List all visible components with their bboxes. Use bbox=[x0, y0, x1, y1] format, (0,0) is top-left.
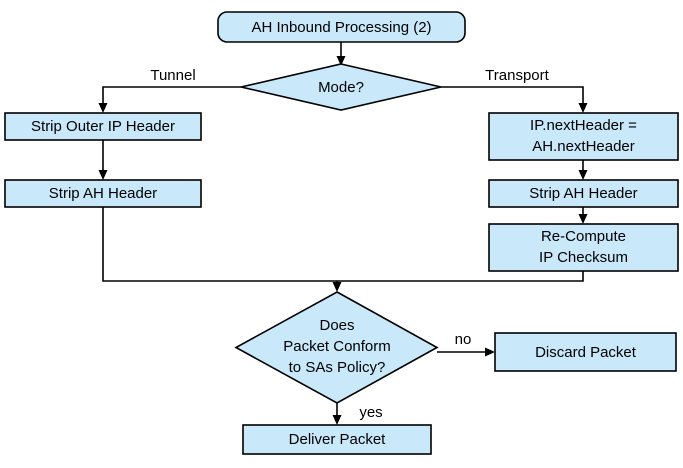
node-strip-ah-header-transport[interactable]: Strip AH Header bbox=[488, 179, 679, 208]
node-policy-decision-label-line2: Packet Conform bbox=[283, 338, 391, 355]
node-policy-decision[interactable]: Does Packet Conform to SAs Policy? bbox=[234, 291, 439, 404]
edge-label-yes: yes bbox=[359, 404, 382, 421]
node-strip-ah-header-tunnel-shape bbox=[4, 179, 202, 208]
node-mode-decision-label: Mode? bbox=[318, 79, 364, 96]
edge-label-tunnel: Tunnel bbox=[150, 67, 195, 84]
connector-mode-tunnel bbox=[98, 86, 241, 113]
node-start[interactable]: AH Inbound Processing (2) bbox=[217, 11, 466, 43]
node-ip-nextheader-assign[interactable]: IP.nextHeader = AH.nextHeader bbox=[488, 112, 679, 161]
node-mode-decision-shape bbox=[240, 63, 442, 111]
node-discard-packet[interactable]: Discard Packet bbox=[494, 332, 677, 372]
node-strip-outer-ip-header[interactable]: Strip Outer IP Header bbox=[4, 112, 202, 141]
node-strip-ah-header-tunnel[interactable]: Strip AH Header bbox=[4, 179, 202, 208]
node-recompute-ip-checksum-label-line1: Re-Compute bbox=[541, 228, 626, 245]
node-strip-outer-ip-header-shape bbox=[4, 112, 202, 141]
node-recompute-ip-checksum-label-line2: IP Checksum bbox=[539, 249, 628, 266]
connector-stripouter-to-stripah bbox=[98, 140, 108, 180]
node-deliver-packet-label: Deliver Packet bbox=[289, 431, 387, 448]
edge-label-transport: Transport bbox=[485, 67, 549, 84]
node-policy-decision-label-line1: Does bbox=[319, 317, 354, 334]
node-deliver-packet[interactable]: Deliver Packet bbox=[242, 424, 432, 455]
node-strip-ah-header-transport-label: Strip AH Header bbox=[529, 185, 637, 202]
connector-mode-transport bbox=[441, 86, 588, 113]
node-strip-ah-header-transport-shape bbox=[488, 179, 679, 208]
node-deliver-packet-shape bbox=[242, 424, 432, 455]
node-recompute-ip-checksum-shape bbox=[488, 223, 679, 272]
connector-policy-no bbox=[437, 347, 495, 357]
node-strip-outer-ip-header-label: Strip Outer IP Header bbox=[31, 118, 175, 135]
connector-merge-to-policy bbox=[102, 207, 584, 292]
node-start-shape bbox=[217, 11, 466, 43]
connector-policy-yes bbox=[332, 403, 342, 425]
node-strip-ah-header-tunnel-label: Strip AH Header bbox=[49, 185, 157, 202]
node-mode-decision[interactable]: Mode? bbox=[240, 63, 442, 111]
edge-label-no: no bbox=[455, 331, 472, 348]
connector-stripah-to-recompute bbox=[578, 207, 588, 224]
node-ip-nextheader-assign-shape bbox=[488, 112, 679, 161]
node-recompute-ip-checksum[interactable]: Re-Compute IP Checksum bbox=[488, 223, 679, 272]
node-ip-nextheader-assign-label-line1: IP.nextHeader = bbox=[530, 117, 637, 134]
connector-nextheader-to-stripah bbox=[578, 160, 588, 180]
node-discard-packet-label: Discard Packet bbox=[535, 344, 637, 361]
node-ip-nextheader-assign-label-line2: AH.nextHeader bbox=[532, 138, 635, 155]
node-discard-packet-shape bbox=[494, 332, 677, 372]
node-policy-decision-shape bbox=[234, 291, 439, 404]
connector-start-to-mode bbox=[336, 42, 346, 66]
node-start-label: AH Inbound Processing (2) bbox=[251, 19, 431, 36]
node-policy-decision-label-line3: to SAs Policy? bbox=[289, 359, 386, 376]
